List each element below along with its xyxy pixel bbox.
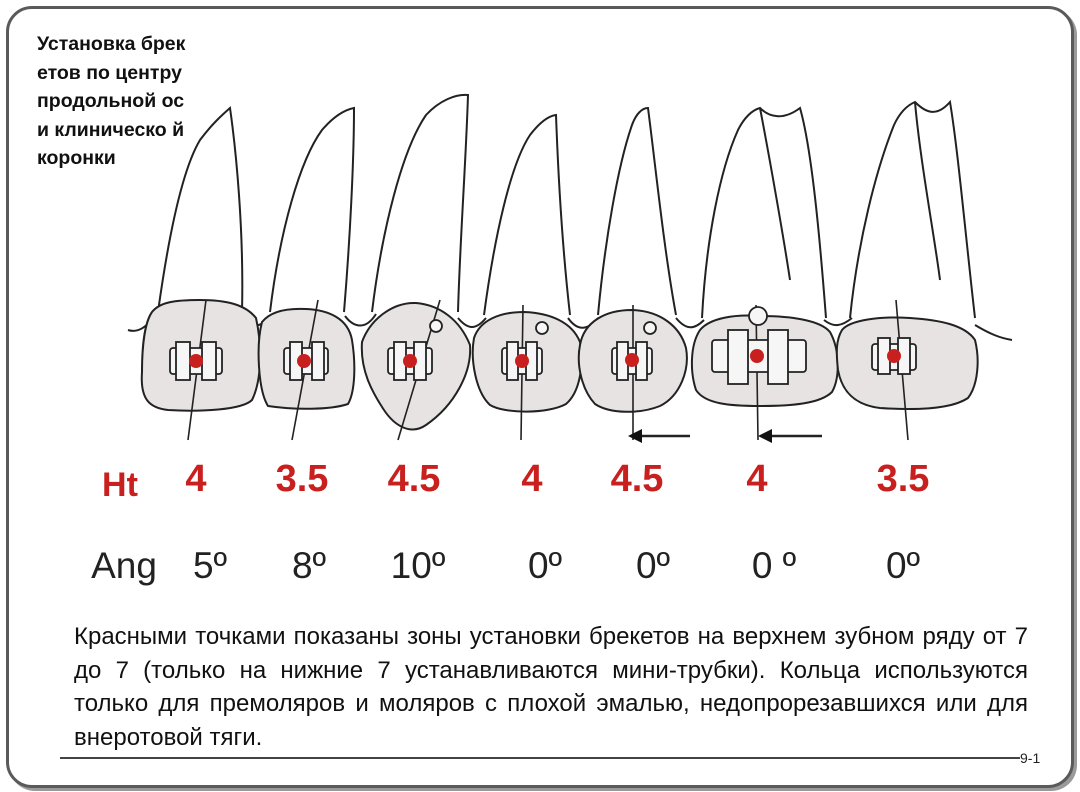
ht-value-6: 4	[746, 458, 768, 500]
tooth-root-6	[701, 106, 827, 319]
ang-value-1: 5º	[192, 545, 228, 586]
arrow-head-1	[628, 429, 642, 443]
ht-value-1: 4	[185, 458, 207, 500]
ht-value-4: 4	[521, 458, 543, 500]
tooth-root-7	[849, 99, 976, 319]
footer-divider	[60, 757, 1020, 759]
ang-value-4: 0º	[527, 545, 563, 586]
arrow-head-2	[758, 429, 772, 443]
tooth-root-4	[483, 113, 571, 316]
tooth-root-3	[371, 93, 470, 313]
ht-value-7: 3.5	[876, 458, 930, 500]
page-number: 9-1	[1020, 750, 1041, 766]
ang-value-2: 8º	[291, 545, 327, 586]
ht-value-2: 3.5	[275, 458, 329, 500]
ang-value-3: 10º	[390, 545, 446, 586]
bracket-dot-1	[189, 354, 203, 368]
bracket-dot-5	[625, 353, 639, 367]
ang-value-5: 0º	[635, 545, 671, 586]
ht-value-5: 4.5	[610, 458, 664, 500]
ang-value-7: 0º	[885, 545, 921, 586]
ang-row: Ang 5º 8º 10º 0º 0º 0 º 0º	[0, 545, 1080, 595]
bracket-dot-4	[515, 354, 529, 368]
tooth-root-2	[269, 106, 356, 313]
bracket-dot-2	[297, 354, 311, 368]
bracket-7	[871, 337, 917, 375]
ht-label: Ht	[102, 466, 138, 504]
ht-row: Ht 4 3.5 4.5 4 4.5 4 3.5	[0, 458, 1080, 508]
ht-value-3: 4.5	[387, 458, 441, 500]
tooth-root-1	[157, 106, 244, 313]
bracket-dot-7	[887, 349, 901, 363]
ang-value-6: 0 º	[751, 545, 797, 586]
tooth-root-5	[597, 106, 677, 316]
side-caption: Установка брекетов по центру продольной …	[37, 33, 186, 170]
description-paragraph: Красными точками показаны зоны установки…	[74, 623, 1028, 751]
bracket-dot-6	[750, 349, 764, 363]
bracket-dot-3	[403, 354, 417, 368]
ang-label: Ang	[91, 545, 157, 586]
